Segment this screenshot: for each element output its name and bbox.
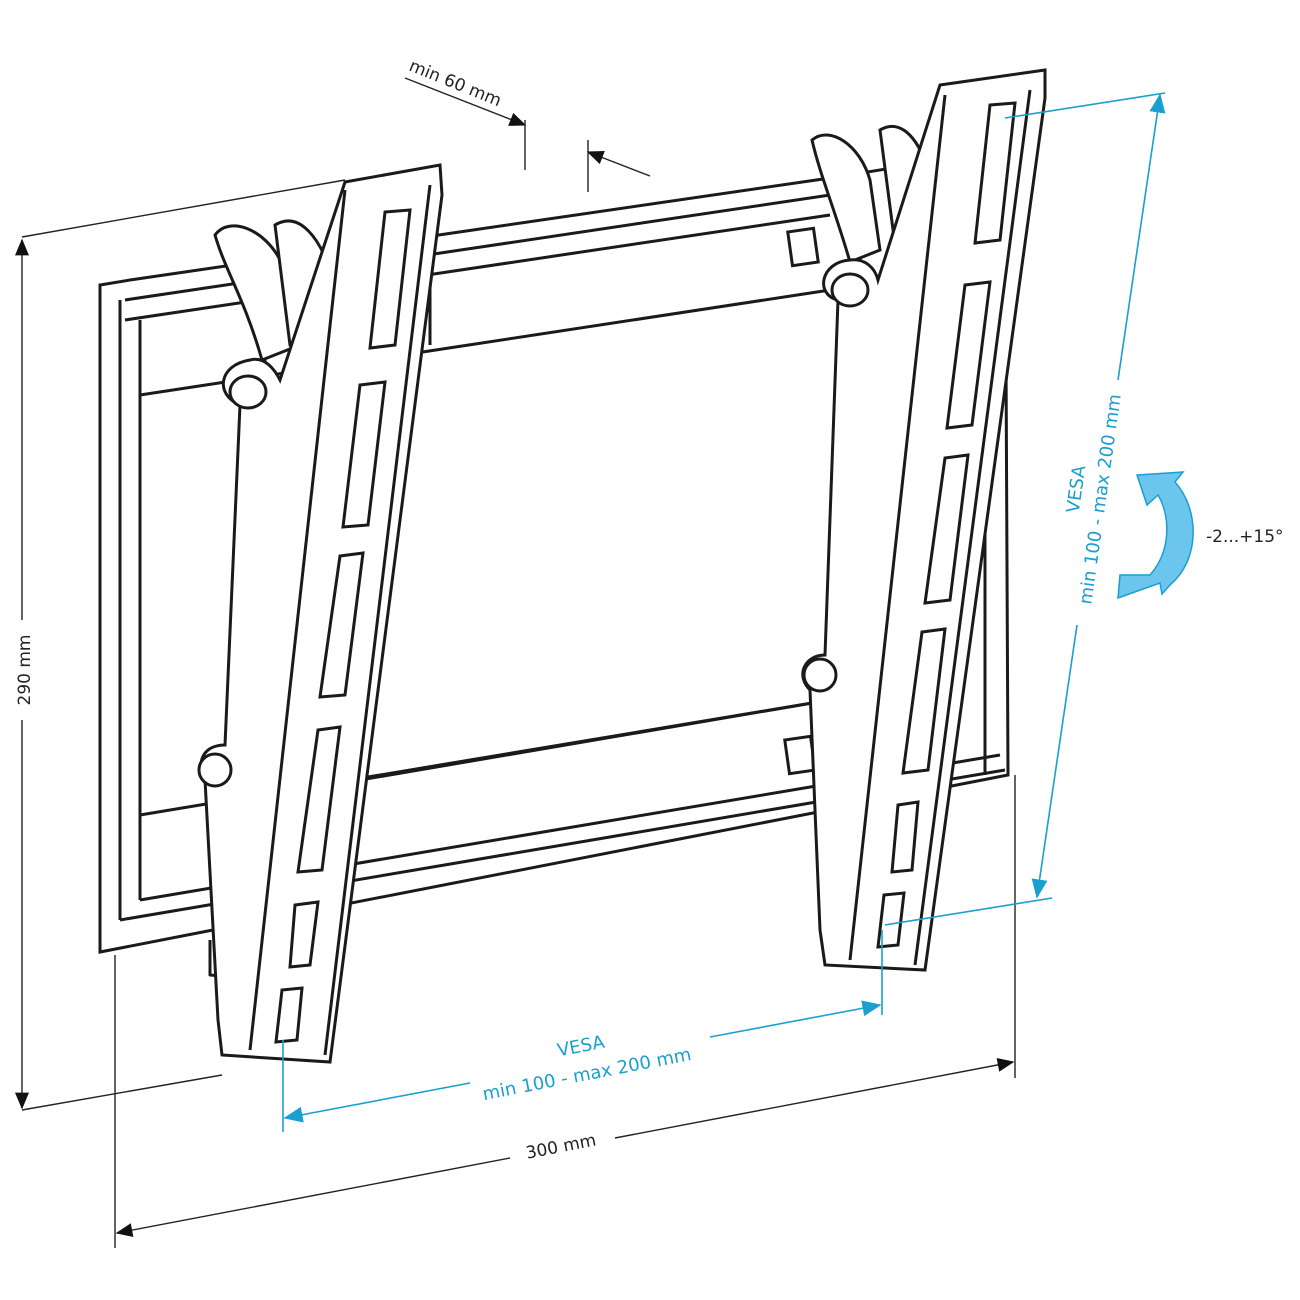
vesa-horizontal-title: VESA <box>556 1032 608 1062</box>
tilt-label: -2...+15° <box>1206 527 1284 547</box>
vesa-vertical-title: VESA <box>1063 463 1091 514</box>
height-label: 290 mm <box>15 635 35 706</box>
tilt-arrow-icon <box>1117 471 1194 600</box>
height-dimension: 290 mm <box>15 179 346 1111</box>
left-bracket <box>197 163 444 1064</box>
width-label: 300 mm <box>524 1131 597 1164</box>
tilt-dimension: -2...+15° <box>1117 471 1284 600</box>
right-bracket <box>801 68 1047 972</box>
vesa-horizontal-dimension: VESA min 100 - max 200 mm <box>282 930 883 1132</box>
